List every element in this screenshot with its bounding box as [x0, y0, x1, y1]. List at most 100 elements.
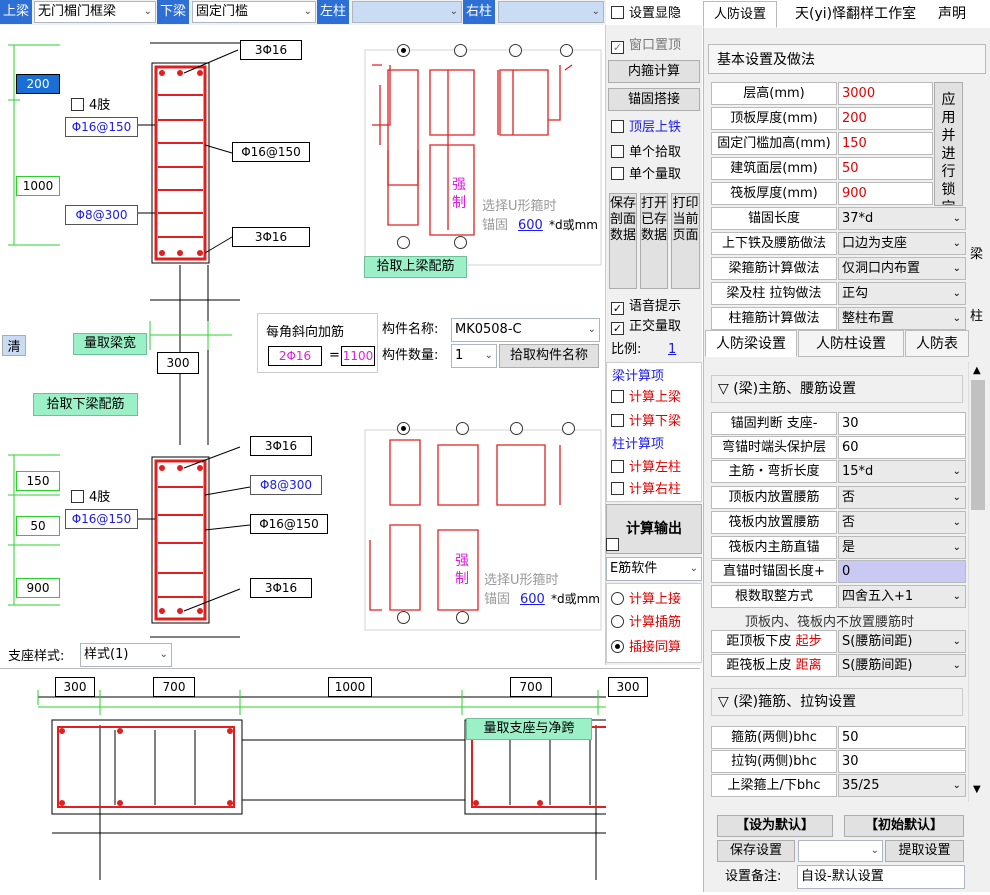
comp-count-select[interactable]: 1⌄: [451, 344, 497, 368]
stirrup-right-top-label[interactable]: Φ16@150: [232, 142, 310, 162]
fetch-settings-button[interactable]: 提取设置: [885, 840, 964, 862]
bottom-bar-top-label[interactable]: 3Φ16: [232, 227, 310, 247]
tie-top-label[interactable]: Φ8@300: [65, 205, 138, 225]
measure-support-button[interactable]: 量取支座与净跨: [466, 718, 592, 740]
ortho-measure-checkbox[interactable]: ✓正交量取: [611, 319, 682, 335]
window-top-checkbox[interactable]: ✓窗口置顶: [611, 38, 682, 54]
single-pick-checkbox[interactable]: 单个拾取: [611, 145, 681, 161]
top-layer-checkbox[interactable]: 顶层上铁: [611, 120, 681, 136]
calc-right-col-checkbox[interactable]: 计算右柱: [611, 482, 681, 498]
calc-upper-radio[interactable]: 计算上接: [611, 592, 681, 608]
stirrup-right-bottom-label[interactable]: Φ16@150: [250, 514, 328, 534]
plan-dim-5[interactable]: 300: [608, 677, 648, 697]
dim-900-input[interactable]: 900: [16, 578, 60, 598]
save-settings-button[interactable]: 保存设置: [717, 840, 795, 862]
chevron-down-icon: ⌄: [870, 845, 879, 856]
pattern-bottom-radio-3[interactable]: [510, 422, 528, 438]
stirrup-bottom-label[interactable]: Φ16@150: [65, 509, 138, 529]
clear-button[interactable]: 清: [2, 335, 26, 356]
anchor-value-bottom[interactable]: 600: [520, 592, 545, 607]
pattern-bottom-radio-5[interactable]: [397, 611, 415, 627]
plan-dim-3[interactable]: 1000: [328, 677, 372, 697]
pattern-bottom-radio-2[interactable]: [456, 422, 474, 438]
single-measure-checkbox[interactable]: 单个量取: [611, 167, 681, 183]
section-main-bar[interactable]: ▽ (梁)主筋、腰筋设置: [711, 375, 963, 403]
comp-name-select[interactable]: MK0508-C⌄: [451, 318, 600, 342]
save-section-button[interactable]: 保存剖面数据: [609, 193, 637, 289]
calc-output-checkbox[interactable]: [606, 538, 624, 554]
calc-insert-radio[interactable]: 计算插筋: [611, 615, 681, 631]
pattern-bottom-radio-6[interactable]: [456, 611, 474, 627]
pattern-top-radio-5[interactable]: [397, 236, 415, 252]
apply-lock-button[interactable]: 应用并进行锁定: [934, 82, 963, 206]
diag-bar-input[interactable]: 2Φ16: [268, 346, 322, 366]
pattern-top-radio-2[interactable]: [454, 44, 472, 60]
voice-tip-checkbox[interactable]: ✓语音提示: [611, 299, 682, 315]
top-bar-bottom-label[interactable]: 3Φ16: [250, 436, 312, 456]
support-style-select[interactable]: 样式(1)⌄: [80, 643, 172, 667]
init-default-button[interactable]: 【初始默认】: [844, 815, 964, 837]
insert-same-radio[interactable]: 插接同算: [611, 640, 681, 656]
scroll-down-icon[interactable]: ▼: [973, 784, 981, 795]
pick-upper-beam-button[interactable]: 拾取上梁配筋: [364, 256, 467, 278]
bottom-bar-bottom-label[interactable]: 3Φ16: [250, 578, 312, 598]
beam-width-input[interactable]: 300: [157, 352, 199, 374]
calc-items-box: [606, 362, 702, 502]
pick-comp-name-button[interactable]: 拾取构件名称: [499, 344, 599, 368]
plan-dim-1[interactable]: 300: [55, 677, 95, 697]
pattern-bottom-radio-1[interactable]: [397, 422, 415, 438]
chevron-down-icon: ⌄: [952, 591, 961, 602]
settings-select[interactable]: ⌄: [798, 840, 883, 862]
chevron-down-icon: ⌄: [952, 313, 961, 324]
tab-civil-table[interactable]: 人防表: [905, 330, 969, 357]
inner-calc-button[interactable]: 内箍计算: [608, 60, 700, 83]
lower-beam-select[interactable]: 固定门槛⌄: [192, 1, 316, 23]
pattern-top-radio-1[interactable]: [397, 44, 415, 60]
show-settings-checkbox[interactable]: 设置显隐: [611, 6, 681, 22]
dim-150-input[interactable]: 150: [16, 471, 60, 491]
anchor-lap-button[interactable]: 锚固搭接: [608, 88, 700, 111]
pattern-top-radio-6[interactable]: [454, 236, 472, 252]
anchor-value-top[interactable]: 600: [518, 218, 543, 233]
e-software-select[interactable]: E筋软件⌄: [606, 557, 702, 581]
dim-1000-input[interactable]: 1000: [16, 176, 60, 196]
scroll-up-icon[interactable]: ▲: [973, 365, 981, 376]
calc-lower-beam-checkbox[interactable]: 计算下梁: [611, 414, 681, 430]
scrollbar-thumb[interactable]: [971, 380, 985, 510]
dim-50-input[interactable]: 50: [16, 516, 60, 536]
note-input[interactable]: 自设-默认设置: [797, 865, 965, 889]
upper-beam-select[interactable]: 无门楣门框梁⌄: [34, 1, 156, 23]
set-default-button[interactable]: 【设为默认】: [717, 815, 833, 837]
pattern-top-radio-4[interactable]: [560, 44, 578, 60]
left-col-select[interactable]: ⌄: [352, 1, 462, 23]
scale-value[interactable]: 1: [668, 342, 677, 357]
tab-beam-settings[interactable]: 人防梁设置: [705, 330, 797, 357]
pattern-bottom-radio-4[interactable]: [562, 422, 580, 438]
lower-beam-label: 下梁: [157, 0, 190, 24]
four-legs-bottom-checkbox[interactable]: 4肢: [71, 490, 110, 506]
plan-dim-4[interactable]: 700: [510, 677, 552, 697]
calc-upper-beam-checkbox[interactable]: 计算上梁: [611, 390, 681, 406]
right-col-select[interactable]: ⌄: [498, 1, 604, 23]
plan-dim-2[interactable]: 700: [153, 677, 195, 697]
four-legs-top-checkbox[interactable]: 4肢: [71, 98, 110, 114]
stirrup-top-label[interactable]: Φ16@150: [65, 117, 138, 137]
tie-bottom-label[interactable]: Φ8@300: [250, 475, 322, 495]
print-page-button[interactable]: 打印当前页面: [671, 193, 700, 289]
calc-output-button[interactable]: 计算输出: [606, 504, 702, 554]
statement-link[interactable]: 声明: [938, 6, 966, 22]
section-stirrup[interactable]: ▽ (梁)箍筋、拉钩设置: [711, 688, 963, 716]
calc-left-col-checkbox[interactable]: 计算左柱: [611, 460, 681, 476]
tab-col-settings[interactable]: 人防柱设置: [798, 330, 904, 357]
pick-lower-beam-button[interactable]: 拾取下梁配筋: [33, 393, 138, 416]
diag-length-input[interactable]: 1100: [341, 346, 375, 366]
top-bar-top-label[interactable]: 3Φ16: [240, 40, 302, 60]
row-hook-method: 梁及柱 拉钩做法正勾⌄: [711, 282, 966, 305]
stirrup-patterns-top: [364, 49, 602, 266]
measure-width-button[interactable]: 量取梁宽: [73, 333, 147, 355]
dim-200-input[interactable]: 200: [16, 74, 60, 94]
tab-civil-defense[interactable]: 人防设置: [703, 1, 777, 28]
pattern-top-radio-3[interactable]: [509, 44, 527, 60]
open-saved-button[interactable]: 打开已存数据: [640, 193, 668, 289]
